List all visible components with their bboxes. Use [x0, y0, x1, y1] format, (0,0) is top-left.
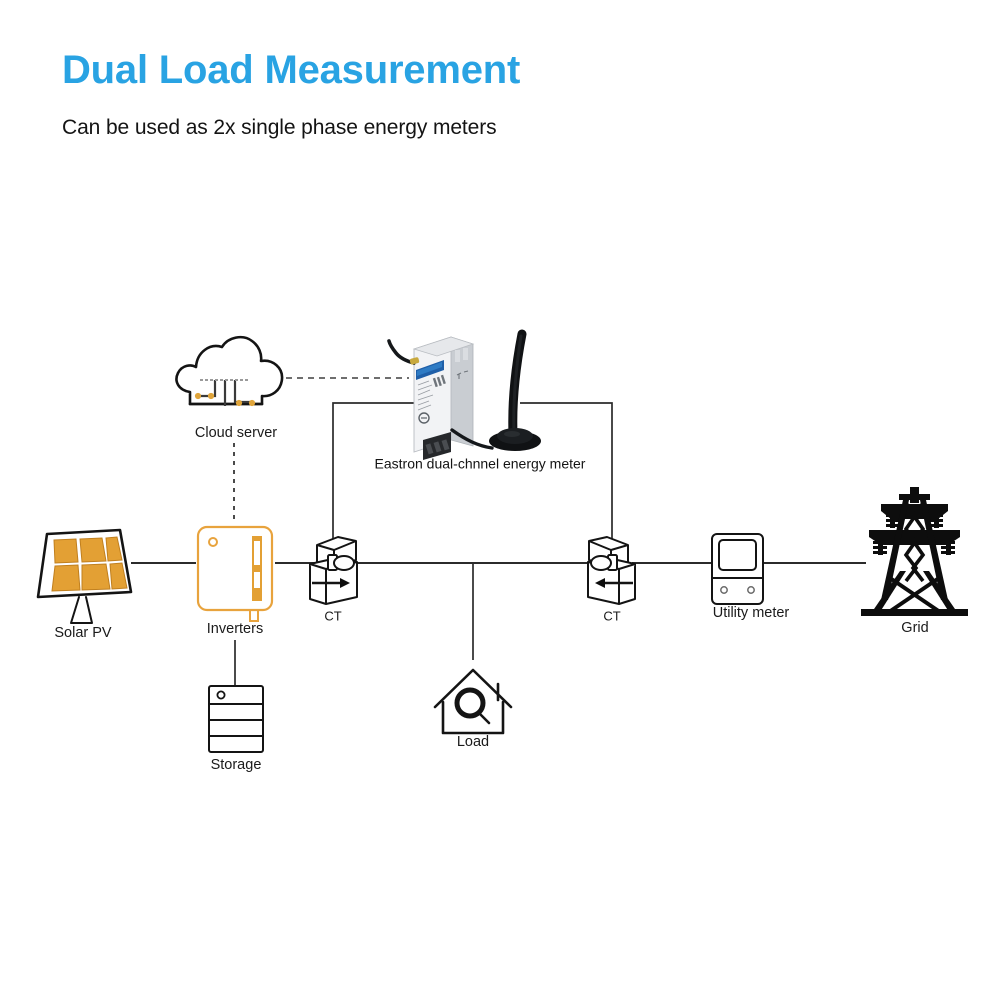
node-ct-right[interactable]: CT — [587, 536, 636, 623]
page-title: Dual Load Measurement — [62, 48, 521, 92]
battery-stack-icon — [208, 685, 264, 753]
house-search-icon — [433, 668, 513, 735]
utility-meter-icon — [711, 533, 764, 605]
inverter-icon — [196, 525, 274, 622]
node-ct-left[interactable]: CT — [309, 536, 358, 623]
solar-panel-icon — [36, 528, 133, 624]
node-inverter[interactable]: Inverters — [196, 525, 274, 637]
node-storage[interactable]: Storage — [208, 685, 264, 773]
node-utility-meter[interactable]: Utility meter — [711, 533, 790, 621]
node-label-grid: Grid — [901, 620, 928, 636]
node-load[interactable]: Load — [433, 668, 513, 750]
node-label-utility: Utility meter — [713, 605, 790, 621]
node-grid[interactable]: Grid — [861, 487, 968, 636]
device-caption: Eastron dual-chnnel energy meter — [375, 456, 586, 472]
page-subtitle: Can be used as 2x single phase energy me… — [62, 116, 497, 139]
header-block: Dual Load Measurement Can be used as 2x … — [62, 48, 942, 140]
wiring-layer — [131, 377, 866, 686]
node-label-solar: Solar PV — [54, 625, 112, 641]
node-label-load: Load — [457, 734, 489, 750]
node-solar-pv[interactable]: Solar PV — [36, 528, 133, 641]
transmission-tower-icon — [861, 487, 968, 616]
wire-ctleft-to-meter — [332, 402, 423, 540]
whip-antenna-icon — [489, 329, 541, 451]
node-label-storage: Storage — [211, 757, 262, 773]
solar-cells — [51, 536, 128, 592]
din-rail-energy-meter[interactable] — [387, 336, 494, 460]
node-label-ct-right: CT — [603, 608, 620, 623]
current-transformer-icon — [587, 536, 636, 605]
current-transformer-icon — [309, 536, 358, 605]
node-cloud-server[interactable]: Cloud server — [175, 335, 284, 441]
node-label-inverter: Inverters — [207, 621, 263, 637]
node-label-cloud: Cloud server — [195, 425, 277, 441]
cloud-network-icon — [175, 335, 284, 407]
wire-ctright-to-meter — [520, 402, 613, 540]
node-label-ct-left: CT — [324, 608, 341, 623]
